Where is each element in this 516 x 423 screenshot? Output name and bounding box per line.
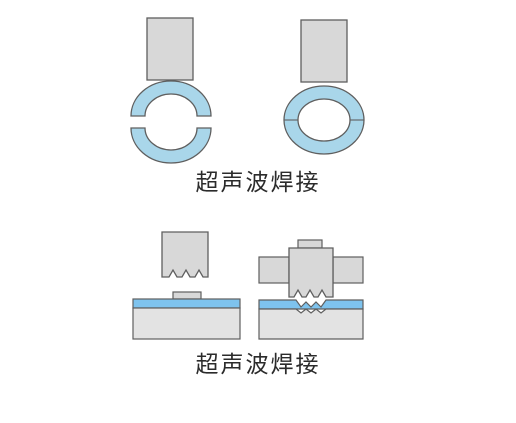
ring-welding-after [283,19,365,155]
ring-upper-half [130,80,212,117]
base-plate-joined [258,308,364,340]
caption-bottom: 超声波焊接 [195,352,321,378]
weld-layer-joined [258,299,364,310]
left-clamp [258,256,290,284]
horn-with-teeth [161,231,209,278]
ring-welding-before [130,17,212,164]
horn-pressed [288,247,334,298]
horn-block [300,19,348,83]
horn-cap [297,239,323,249]
top-workpiece [172,291,202,300]
base-plate [132,307,241,340]
lap-welding-after [258,239,364,340]
lap-welding-before [132,231,241,340]
weld-layer [132,298,241,309]
caption-top: 超声波焊接 [195,170,321,196]
horn-block [146,17,194,81]
right-clamp [332,256,364,284]
ring-lower-half [130,127,212,164]
